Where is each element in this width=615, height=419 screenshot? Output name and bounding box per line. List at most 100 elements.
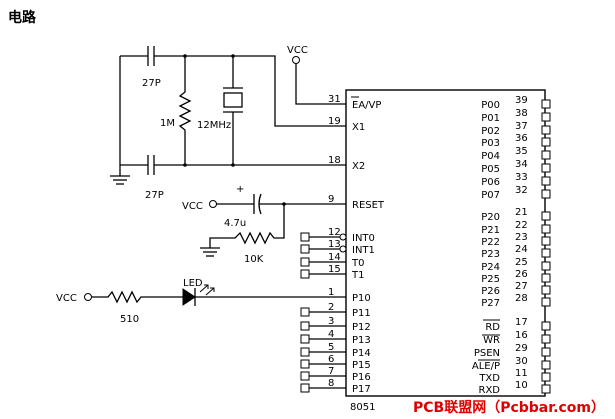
- pin-name: P24: [481, 262, 500, 273]
- pin-connector: [300, 244, 310, 254]
- pin-number: 36: [515, 133, 528, 144]
- pin-name: X2: [352, 161, 365, 172]
- cap-top-label: 27P: [142, 78, 161, 89]
- pin-number: 34: [515, 159, 528, 170]
- pin-number: 31: [328, 94, 341, 105]
- cap-bottom-label: 27P: [145, 190, 164, 201]
- pin-number: 3: [328, 316, 334, 327]
- vcc-led-terminal: [84, 293, 92, 301]
- pin-name: P20: [481, 212, 500, 223]
- chip-pin-right: WR 16: [483, 330, 551, 346]
- pin-name: P02: [481, 126, 500, 137]
- pin-name: WR: [483, 335, 500, 346]
- pin-number: 18: [328, 155, 341, 166]
- pin-number: 24: [515, 244, 528, 255]
- pin-number: 15: [328, 264, 341, 275]
- pin-number: 5: [328, 342, 334, 353]
- inversion-bubble: [339, 233, 347, 241]
- pin-number: 35: [515, 146, 528, 157]
- pin-connector: [541, 347, 551, 357]
- pin-name: P26: [481, 286, 500, 297]
- pin-name: INT1: [352, 245, 375, 256]
- pin-connector: [541, 384, 551, 394]
- pin-connector: [541, 112, 551, 122]
- pin-name: P23: [481, 249, 500, 260]
- pin-number: 16: [515, 330, 528, 341]
- pin-connector: [541, 150, 551, 160]
- pin-connector: [541, 321, 551, 331]
- pin-name: RESET: [352, 200, 385, 211]
- pin-number: 32: [515, 185, 528, 196]
- vcc-top-label: VCC: [287, 45, 308, 56]
- pin-name: TXD: [478, 373, 500, 384]
- pin-name: P25: [481, 274, 500, 285]
- pin-connector: [541, 99, 551, 109]
- pin-number: 1: [328, 287, 334, 298]
- pin-name: P04: [481, 151, 500, 162]
- chip-name: 8051: [350, 402, 375, 413]
- pin-connector: [300, 307, 310, 317]
- pin-name: T0: [351, 258, 364, 269]
- pin-name: P12: [352, 322, 371, 333]
- pin-number: 39: [515, 95, 528, 106]
- crystal-body: [223, 92, 243, 108]
- page-title: 电路: [8, 9, 37, 26]
- pin-number: 8: [328, 378, 334, 389]
- vcc-top-terminal: [292, 56, 300, 64]
- resistor-10k: [209, 204, 285, 248]
- pin-name: RD: [485, 322, 500, 333]
- pin-connector: [541, 297, 551, 307]
- pin-connector: [300, 232, 310, 242]
- pin-number: 27: [515, 281, 528, 292]
- pin-number: 29: [515, 343, 528, 354]
- pin-name: ALE/P: [472, 361, 500, 372]
- pin-name: P03: [481, 138, 500, 149]
- junction-dot: [231, 163, 235, 167]
- ea-vcc-wire: [295, 63, 346, 105]
- led-emission-arrow: [199, 284, 209, 293]
- pin-name: P11: [352, 308, 371, 319]
- led-label: LED: [183, 278, 203, 289]
- chip-pin-right: RD 17: [485, 317, 551, 333]
- pin-number: 22: [515, 220, 528, 231]
- pin-connector: [541, 211, 551, 221]
- pin-name: P16: [352, 372, 371, 383]
- junction-dot: [231, 54, 235, 58]
- pin-number: 23: [515, 232, 528, 243]
- pin-connector: [541, 176, 551, 186]
- junction-dot: [183, 54, 187, 58]
- pin-name: INT0: [352, 233, 375, 244]
- pin-name: X1: [352, 122, 365, 133]
- pin-name: P06: [481, 177, 500, 188]
- pin-number: 6: [328, 354, 334, 365]
- pin-number: 19: [328, 116, 341, 127]
- pin-connector: [541, 372, 551, 382]
- pin-connector: [541, 248, 551, 258]
- chip-pin-right: P04 35: [481, 146, 551, 162]
- pin-name: P07: [481, 190, 500, 201]
- pin-number: 17: [515, 317, 528, 328]
- vcc-reset-label: VCC: [182, 201, 203, 212]
- pin-connector: [541, 236, 551, 246]
- chip-pin-right: P23 24: [481, 244, 551, 260]
